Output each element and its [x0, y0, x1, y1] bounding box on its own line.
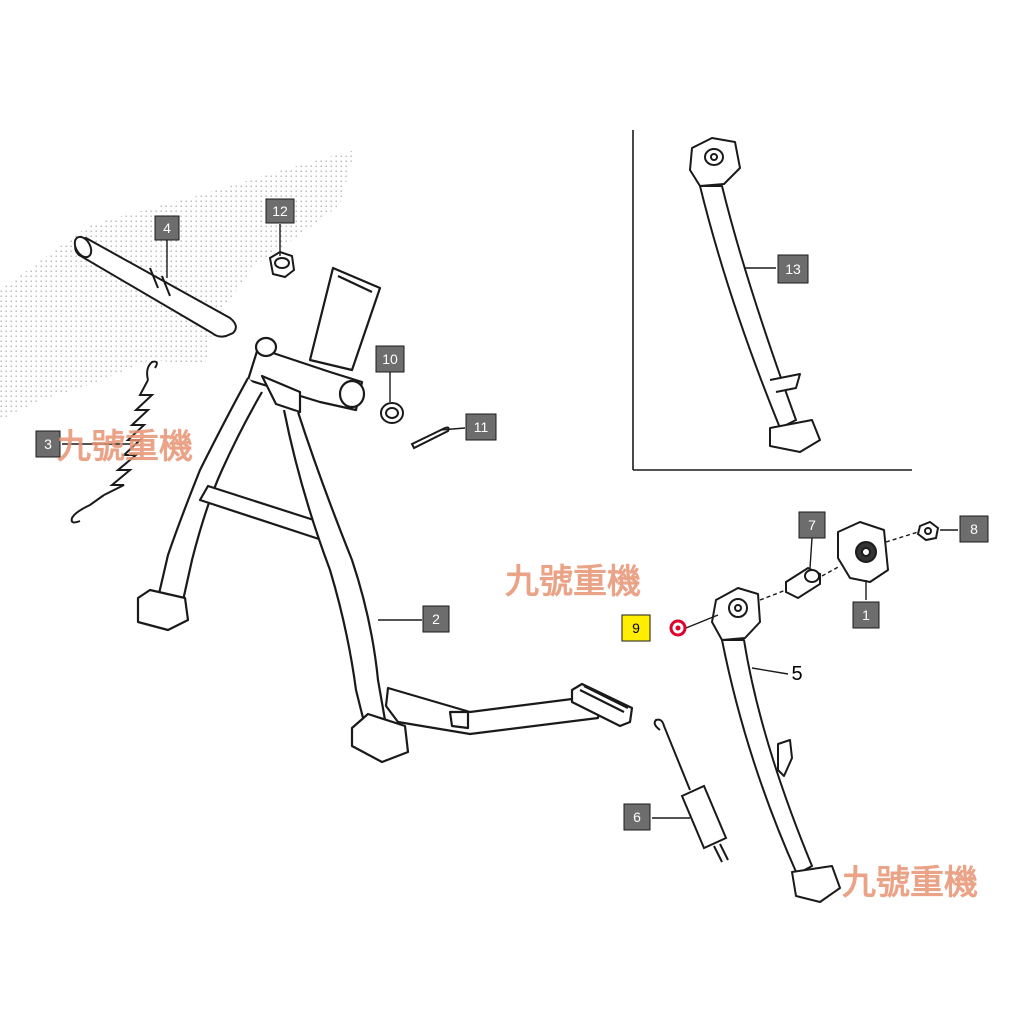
callout-7-label: 7: [808, 517, 816, 533]
inset-side-stand: [689, 137, 821, 453]
callout-10: 10: [375, 345, 405, 373]
callout-1-label: 1: [862, 607, 870, 623]
callout-9-label: 9: [632, 620, 640, 636]
washer: [380, 402, 404, 424]
leader-lines: [62, 224, 958, 819]
spring-small: [653, 718, 729, 863]
callout-13: 13: [777, 254, 809, 284]
callout-8-label: 8: [970, 521, 978, 537]
callout-4-label: 4: [163, 220, 171, 236]
callout-3: 3: [35, 430, 61, 458]
callout-7: 7: [798, 511, 826, 539]
callout-5-label: 5: [791, 663, 802, 685]
callout-6: 6: [623, 803, 651, 831]
watermark-bottom-right: 九號重機: [842, 863, 978, 903]
pivot-shaft: [73, 235, 237, 338]
callout-6-label: 6: [633, 809, 641, 825]
callout-12-label: 12: [272, 203, 288, 219]
watermark-left: 九號重機: [57, 427, 193, 467]
cotter-pin: [410, 426, 450, 450]
side-stand: [711, 587, 841, 903]
callout-4: 4: [154, 215, 180, 241]
highlight-marker: [669, 619, 687, 637]
callout-13-label: 13: [785, 261, 801, 277]
callout-9-highlighted: 9: [621, 614, 687, 642]
callout-11-label: 11: [474, 419, 489, 435]
callout-2: 2: [422, 605, 450, 633]
callout-10-label: 10: [382, 351, 398, 367]
side-stand-switch: [837, 521, 889, 583]
callout-11: 11: [465, 413, 497, 441]
main-stand: [136, 266, 634, 764]
watermark-center: 九號重機: [505, 562, 641, 602]
callout-1: 1: [852, 601, 880, 629]
small-nut: [916, 520, 940, 542]
callout-5: 5: [791, 663, 802, 685]
spring-large: [70, 360, 158, 524]
callout-8: 8: [959, 515, 989, 543]
inset-frame: [632, 130, 912, 471]
callout-3-label: 3: [44, 436, 52, 452]
callout-12: 12: [265, 198, 295, 224]
nut: [268, 250, 296, 279]
bolt: [785, 566, 821, 600]
callout-2-label: 2: [432, 611, 440, 627]
